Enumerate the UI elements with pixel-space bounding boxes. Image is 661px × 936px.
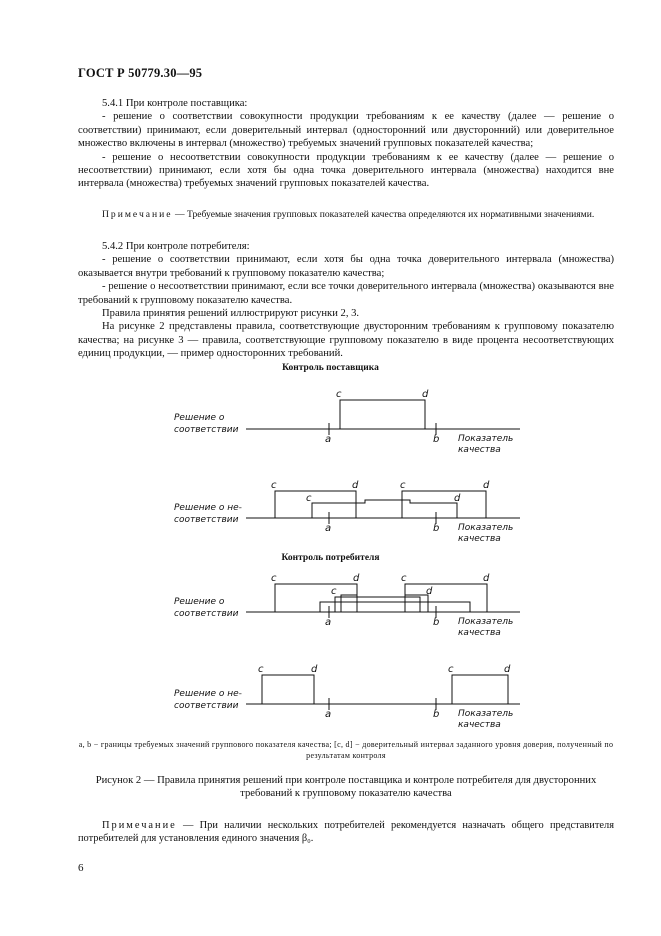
label-c: c <box>401 573 407 584</box>
label-b: b <box>433 709 439 720</box>
label-d: d <box>422 389 429 400</box>
label-a: a <box>325 434 331 445</box>
figure-legend: a, b − границы требуемых значений группо… <box>78 740 614 760</box>
section-5-4-2-para-3: Правила принятия решений иллюстрируют ри… <box>102 308 360 320</box>
axis-label-line2: качества <box>458 628 501 638</box>
note-2: Примечание — При наличии нескольких потр… <box>78 819 614 845</box>
section-5-4-1-item-1: - решение о соответствии совокупности пр… <box>78 111 614 150</box>
panel-consumer-conformity <box>246 583 520 618</box>
document-header: ГОСТ Р 50779.30—95 <box>78 66 203 80</box>
label-c: c <box>271 573 277 584</box>
axis-label-line1: Показатель <box>458 434 513 444</box>
label-b: b <box>433 523 439 534</box>
label-d: d <box>311 664 318 675</box>
title-supplier-control: Контроль поставщика <box>282 363 379 373</box>
label-c: c <box>271 480 277 491</box>
label-c: c <box>258 664 264 675</box>
label-c: c <box>448 664 454 675</box>
section-5-4-2-para-4: На рисунке 2 представлены правила, соотв… <box>78 321 614 360</box>
label-nonconformity-line1: Решение о не- <box>174 689 242 699</box>
label-nonconformity-line2: соответствии <box>174 515 239 525</box>
label-conformity-line1: Решение о <box>174 413 225 423</box>
label-conformity-line1: Решение о <box>174 597 225 607</box>
label-d: d <box>504 664 511 675</box>
section-5-4-2-item-2: - решение о несоответствии принимают, ес… <box>78 281 614 306</box>
note-1: Примечание — Требуемые значения групповы… <box>78 209 614 221</box>
section-5-4-2: 5.4.2 При контроле потребителя: - решени… <box>78 240 614 361</box>
section-5-4-1-item-2: - решение о несоответствии совокупности … <box>78 151 614 190</box>
panel-supplier-nonconformity <box>246 490 520 524</box>
note-1-label: Примечание <box>102 209 173 220</box>
page-number: 6 <box>78 862 84 874</box>
label-a: a <box>325 617 331 628</box>
section-5-4-2-item-1: - решение о соответствии принимают, если… <box>78 254 614 279</box>
label-c: c <box>331 586 337 597</box>
note-2-label: Примечание <box>102 820 177 831</box>
label-c: c <box>400 480 406 491</box>
note-2-text: — При наличии нескольких потребителей ре… <box>78 820 614 844</box>
label-nonconformity-line1: Решение о не- <box>174 503 242 513</box>
figure-caption: Рисунок 2 — Правила принятия решений при… <box>95 775 597 800</box>
axis-label-line2: качества <box>458 720 501 730</box>
label-nonconformity-line2: соответствии <box>174 701 239 711</box>
section-5-4-1: 5.4.1 При контроле поставщика: - решение… <box>78 97 614 191</box>
label-d: d <box>454 493 461 504</box>
label-d: d <box>353 573 360 584</box>
label-c: c <box>306 493 312 504</box>
label-conformity-line2: соответствии <box>174 425 239 435</box>
section-5-4-1-heading: 5.4.1 При контроле поставщика: <box>102 98 248 109</box>
axis-label-line1: Показатель <box>458 709 513 719</box>
label-c: c <box>336 389 342 400</box>
label-b: b <box>433 434 439 445</box>
axis-label-line1: Показатель <box>458 617 513 627</box>
label-d: d <box>483 573 490 584</box>
label-d: d <box>352 480 359 491</box>
panel-consumer-nonconformity <box>246 674 520 710</box>
label-a: a <box>325 709 331 720</box>
axis-label-line2: качества <box>458 445 501 455</box>
note-1-text: — Требуемые значения групповых показател… <box>172 209 595 220</box>
label-d: d <box>483 480 490 491</box>
section-5-4-2-heading: 5.4.2 При контроле потребителя: <box>102 241 250 252</box>
panel-supplier-conformity <box>246 399 520 435</box>
axis-label-line2: качества <box>458 534 501 544</box>
axis-label-line1: Показатель <box>458 523 513 533</box>
label-a: a <box>325 523 331 534</box>
label-b: b <box>433 617 439 628</box>
title-consumer-control: Контроль потребителя <box>281 553 380 563</box>
label-conformity-line2: соответствии <box>174 609 239 619</box>
label-d: d <box>426 586 433 597</box>
